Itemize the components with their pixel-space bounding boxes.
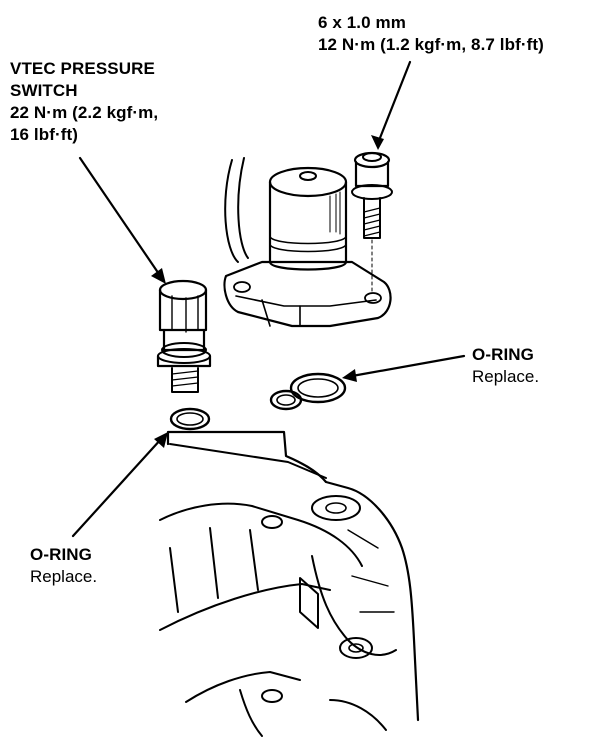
vtec-switch-name-line1: VTEC PRESSURE [10,59,155,78]
bolt-size-text: 6 x 1.0 mm [318,13,406,32]
mounting-bolt [351,151,393,293]
cylinder-head-housing [159,430,420,737]
oring-solenoid-pair [269,372,347,411]
oring-left-note: Replace. [30,567,98,586]
oring-right-callout: O-RING Replace. [472,344,539,388]
vtec-pressure-switch [156,279,212,393]
oring-left-title: O-RING [30,545,92,564]
vtec-switch-torque-line1: 22 N·m (2.2 kgf·m, [10,103,159,122]
oring-switch [169,407,211,431]
vtec-switch-torque-line2: 16 lbf·ft) [10,125,79,144]
leader-oring-left [71,432,168,538]
oring-right-title: O-RING [472,345,534,364]
vtec-switch-callout: VTEC PRESSURE SWITCH 22 N·m (2.2 kgf·m, … [10,58,158,146]
bolt-callout: 6 x 1.0 mm 12 N·m (1.2 kgf·m, 8.7 lbf·ft… [318,12,544,56]
leader-oring-right [342,354,466,382]
vtec-switch-name-line2: SWITCH [10,81,78,100]
leader-bolt [371,60,412,150]
bolt-torque-text: 12 N·m (1.2 kgf·m, 8.7 lbf·ft) [318,35,544,54]
vtec-solenoid-valve [223,157,392,328]
oring-right-note: Replace. [472,367,540,386]
leader-vtec-switch [78,156,166,284]
oring-left-callout: O-RING Replace. [30,544,97,588]
